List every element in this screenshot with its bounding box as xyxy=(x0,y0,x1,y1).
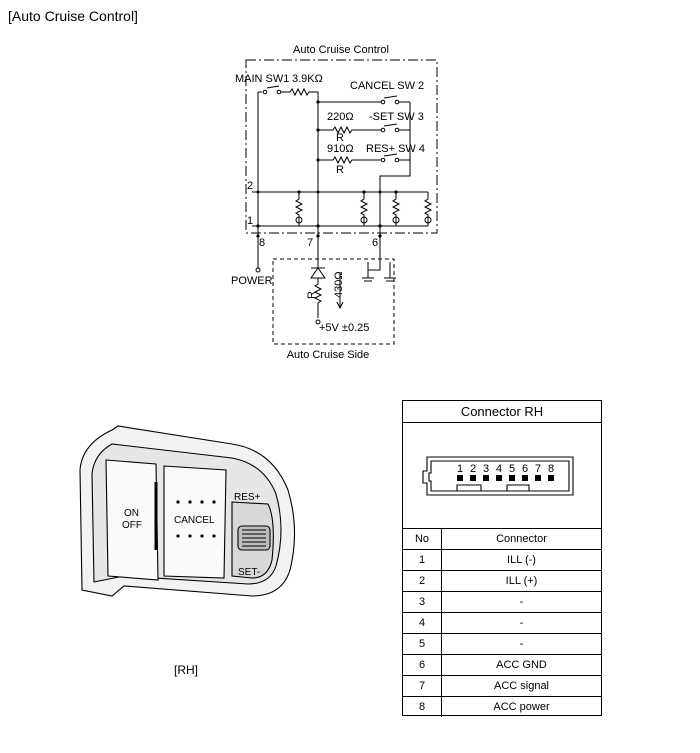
pin-number: 5 xyxy=(509,463,515,475)
term-8-label: 8 xyxy=(259,237,265,249)
pin-number: 7 xyxy=(535,463,541,475)
res-plus-label: RES+ xyxy=(234,492,261,503)
set-minus-label: SET- xyxy=(238,567,260,578)
side-box xyxy=(272,258,395,345)
module-box xyxy=(245,59,438,234)
col-connector-header: Connector xyxy=(441,529,601,550)
pin xyxy=(548,475,554,481)
r-res-label: 910Ω xyxy=(327,143,354,155)
pin-number: 2 xyxy=(470,463,476,475)
pin-name: ILL (-) xyxy=(441,549,601,571)
pin-no: 4 xyxy=(403,612,442,634)
pin-no: 2 xyxy=(403,570,442,592)
term-7-label: 7 xyxy=(307,237,313,249)
page-title: [Auto Cruise Control] xyxy=(8,8,138,24)
col-no-header: No xyxy=(403,529,442,550)
pin-name: - xyxy=(441,612,601,634)
pin xyxy=(483,475,489,481)
cancel-sw-label: CANCEL SW 2 xyxy=(350,80,424,92)
circuit-diagram: Auto Cruise Control MAIN SW1 3.9KΩ CANCE… xyxy=(231,44,438,361)
pin-number: 6 xyxy=(522,463,528,475)
r-set-label: 220Ω xyxy=(327,111,354,123)
cancel-label: CANCEL xyxy=(174,515,215,526)
power-label: POWER xyxy=(231,275,273,287)
connector-table: Connector RH 1 2 3 4 5 6 7 8 xyxy=(402,400,602,717)
pin xyxy=(470,475,476,481)
pin xyxy=(535,475,541,481)
pin-number: 1 xyxy=(457,463,463,475)
pin-name: ACC signal xyxy=(441,675,601,697)
pin-no: 8 xyxy=(403,696,442,717)
side-title: Auto Cruise Side xyxy=(287,349,370,361)
pin xyxy=(496,475,502,481)
pin-no: 6 xyxy=(403,654,442,676)
module-title: Auto Cruise Control xyxy=(293,44,389,56)
switch-panel-illustration: ON OFF CANCEL RES+ SET- xyxy=(79,425,296,597)
pin-name: - xyxy=(441,633,601,655)
supply-label: +5V ±0.25 xyxy=(319,322,369,334)
term-6-label: 6 xyxy=(372,237,378,249)
res-sw-label: RES+ SW 4 xyxy=(366,143,425,155)
pin xyxy=(457,475,463,481)
pin-name: ILL (+) xyxy=(441,570,601,592)
pin xyxy=(522,475,528,481)
pin-number: 8 xyxy=(548,463,554,475)
r-side-label: 430Ω xyxy=(333,271,345,298)
r-set-r-label: R xyxy=(336,132,344,144)
table-row: 5- xyxy=(403,633,601,655)
term-1-label: 1 xyxy=(247,215,253,227)
pin-no: 7 xyxy=(403,675,442,697)
r-main-label: 3.9KΩ xyxy=(292,73,323,85)
pin-name: ACC power xyxy=(493,701,550,713)
table-row: 4- xyxy=(403,612,601,634)
pin-no: 5 xyxy=(403,633,442,655)
on-label: ON xyxy=(124,508,139,519)
term-2-label: 2 xyxy=(247,180,253,192)
table-row: 8 ACC power xyxy=(403,696,601,717)
connector-title: Connector RH xyxy=(403,401,601,423)
r-res-r-label: R xyxy=(336,164,344,176)
connector-face: 1 2 3 4 5 6 7 8 xyxy=(422,456,574,496)
table-header-row: No Connector xyxy=(403,529,601,550)
set-sw-label: -SET SW 3 xyxy=(369,111,424,123)
main-sw-label: MAIN SW1 xyxy=(235,73,289,85)
pin-number: 4 xyxy=(496,463,502,475)
pin-number: 3 xyxy=(483,463,489,475)
pin-no: 3 xyxy=(403,591,442,613)
pin-name: ACC GND xyxy=(441,654,601,676)
connector-drawing: 1 2 3 4 5 6 7 8 xyxy=(403,423,601,529)
off-label: OFF xyxy=(122,520,142,531)
pin-name: - xyxy=(441,591,601,613)
pin-no: 1 xyxy=(403,549,442,571)
pin xyxy=(509,475,515,481)
side-label: [RH] xyxy=(174,663,198,677)
r-side-r-label: R xyxy=(306,291,318,299)
table-row: 3- xyxy=(403,591,601,613)
